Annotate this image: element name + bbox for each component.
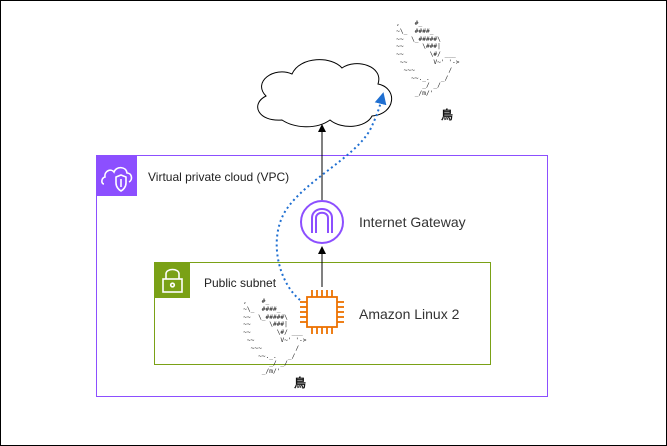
arch-gateway-icon <box>300 200 344 244</box>
cloud-shield-icon <box>101 166 133 192</box>
ascii-bird-top: , #_ ~\_ ####_ ~~ \_#####\ ~~ \###| ~~ \… <box>396 20 460 98</box>
gateway-label: Internet Gateway <box>359 214 466 230</box>
dotted-traffic-path <box>275 92 387 301</box>
vpc-label: Virtual private cloud (VPC) <box>148 170 290 184</box>
instance-label: Amazon Linux 2 <box>359 306 460 322</box>
kanji-bird-top: 鳥 <box>441 108 454 122</box>
internet-cloud-icon <box>257 59 393 128</box>
ascii-bird-bottom: , #_ ~\_ ####_ ~~ \_#####\ ~~ \###| ~~ \… <box>243 298 307 376</box>
subnet-label: Public subnet <box>204 276 277 290</box>
kanji-bird-bottom: 鳥 <box>294 376 307 390</box>
chip-icon <box>300 290 344 334</box>
padlock-icon <box>162 268 183 293</box>
